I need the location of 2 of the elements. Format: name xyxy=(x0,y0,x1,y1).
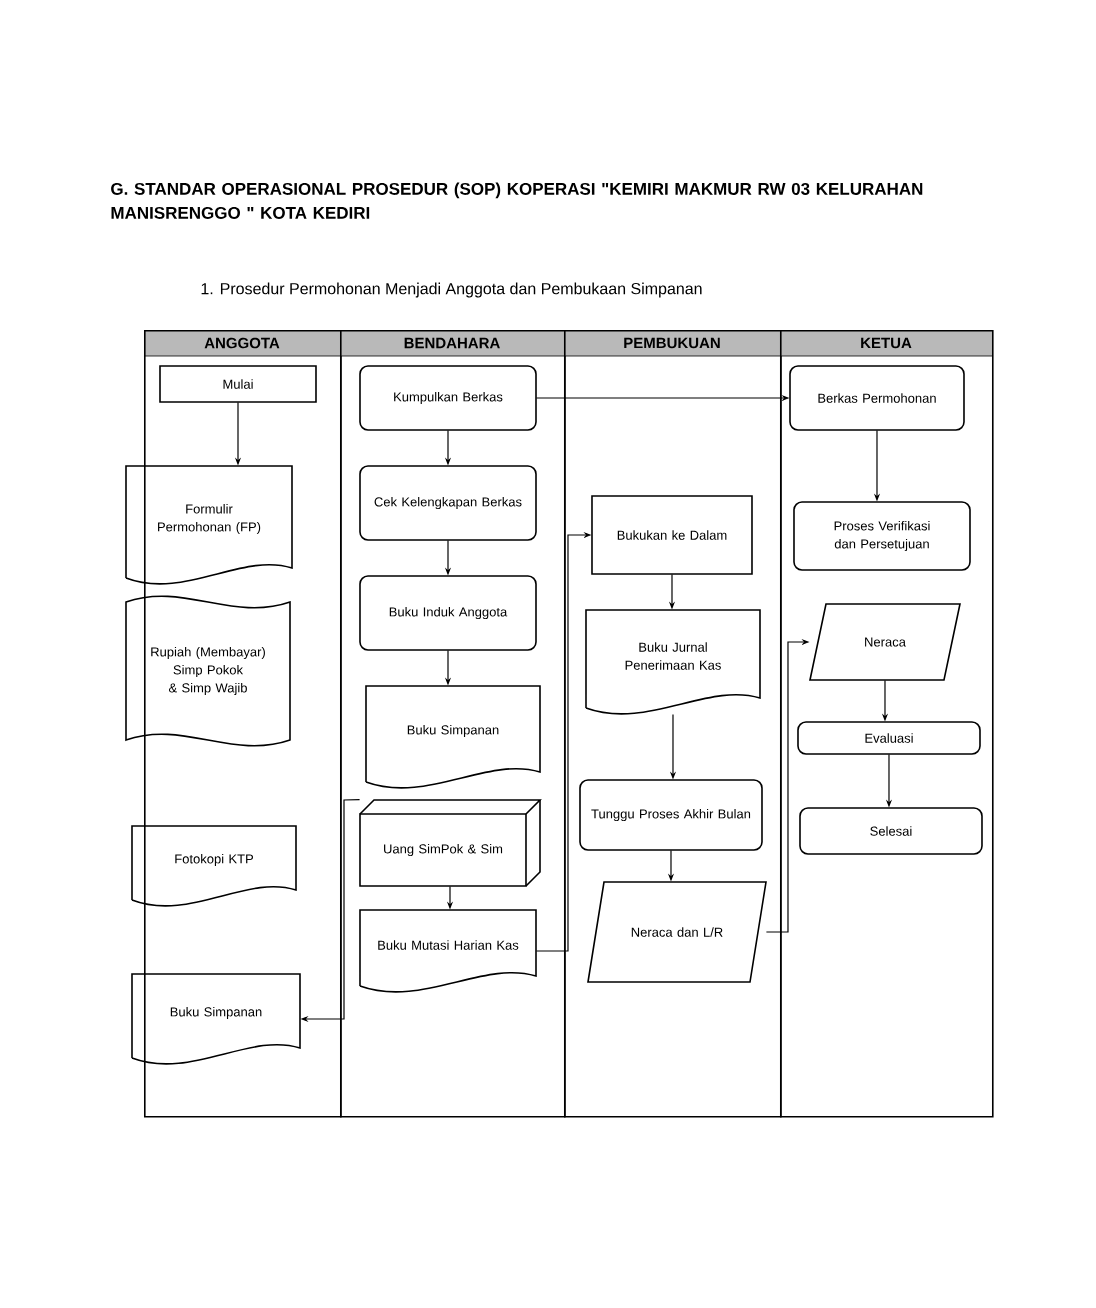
section-heading: 1. Prosedur Permohonan Menjadi Anggota dan Pembukaan Simpanan xyxy=(201,282,702,298)
title: G. STANDAR OPERASIONAL PROSEDUR (SOP) KOPERASI "KEMIRI MAKMUR RW 03 KELURAHAN MANISRENGGO " KOTA KEDIRI xyxy=(111,182,923,219)
